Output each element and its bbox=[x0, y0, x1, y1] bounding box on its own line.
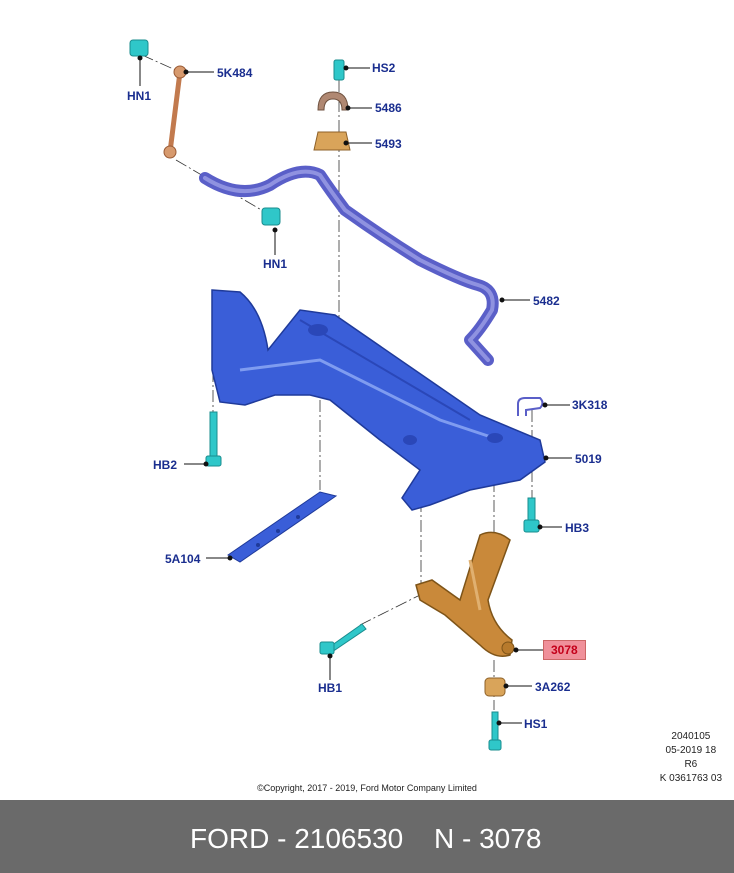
bolt-hb2 bbox=[205, 411, 222, 467]
lower-control-arm bbox=[415, 531, 515, 657]
copyright-notice: ©Copyright, 2017 - 2019, Ford Motor Comp… bbox=[257, 783, 477, 793]
label-hn1-top: HN1 bbox=[127, 89, 152, 103]
nut-hn1-top bbox=[129, 39, 149, 57]
label-5486: 5486 bbox=[375, 101, 402, 115]
bushing-3a262 bbox=[484, 677, 506, 697]
stamp-line-3: R6 bbox=[684, 759, 698, 770]
label-hs2: HS2 bbox=[372, 61, 396, 75]
footer-bar: FORD - 2106530 N - 3078 bbox=[0, 800, 734, 873]
label-hs1: HS1 bbox=[524, 717, 548, 731]
bolt-hs1 bbox=[488, 711, 502, 751]
footer-part-code: N - 3078 bbox=[434, 823, 542, 854]
label-5493: 5493 bbox=[375, 137, 402, 151]
leader-lines bbox=[137, 55, 572, 726]
label-3k318: 3K318 bbox=[572, 398, 608, 412]
stabilizer-bar bbox=[199, 165, 499, 366]
clamp-3k318 bbox=[517, 397, 544, 416]
bracket-5486 bbox=[317, 91, 349, 111]
bolt-hs2 bbox=[333, 59, 345, 81]
front-subframe bbox=[211, 289, 546, 511]
exploded-parts-diagram bbox=[129, 39, 572, 751]
reference-stamp: 2040105 05-2019 18 R6 K 0361763 03 bbox=[660, 730, 722, 786]
label-hb2: HB2 bbox=[153, 458, 178, 472]
stamp-line-1: 2040105 bbox=[671, 731, 711, 742]
bolt-hb1 bbox=[319, 623, 367, 655]
label-5482: 5482 bbox=[533, 294, 560, 308]
label-3078-highlighted: 3078 bbox=[543, 640, 586, 660]
label-hb3: HB3 bbox=[565, 521, 590, 535]
label-5a104: 5A104 bbox=[165, 552, 201, 566]
label-3a262: 3A262 bbox=[535, 680, 571, 694]
footer-part-number: FORD - 2106530 bbox=[190, 823, 404, 854]
label-hn1-middle: HN1 bbox=[263, 257, 288, 271]
reinforcement-plate-5a104 bbox=[227, 491, 338, 563]
nut-hn1-middle bbox=[261, 207, 281, 226]
label-5k484: 5K484 bbox=[217, 66, 253, 80]
stabilizer-link bbox=[163, 65, 187, 159]
label-5019: 5019 bbox=[575, 452, 602, 466]
bolt-hb3 bbox=[523, 497, 540, 533]
stamp-line-2: 05-2019 18 bbox=[665, 745, 717, 756]
stamp-line-4: K 0361763 03 bbox=[659, 773, 722, 784]
label-hb1: HB1 bbox=[318, 681, 343, 695]
bushing-5493 bbox=[313, 131, 351, 151]
